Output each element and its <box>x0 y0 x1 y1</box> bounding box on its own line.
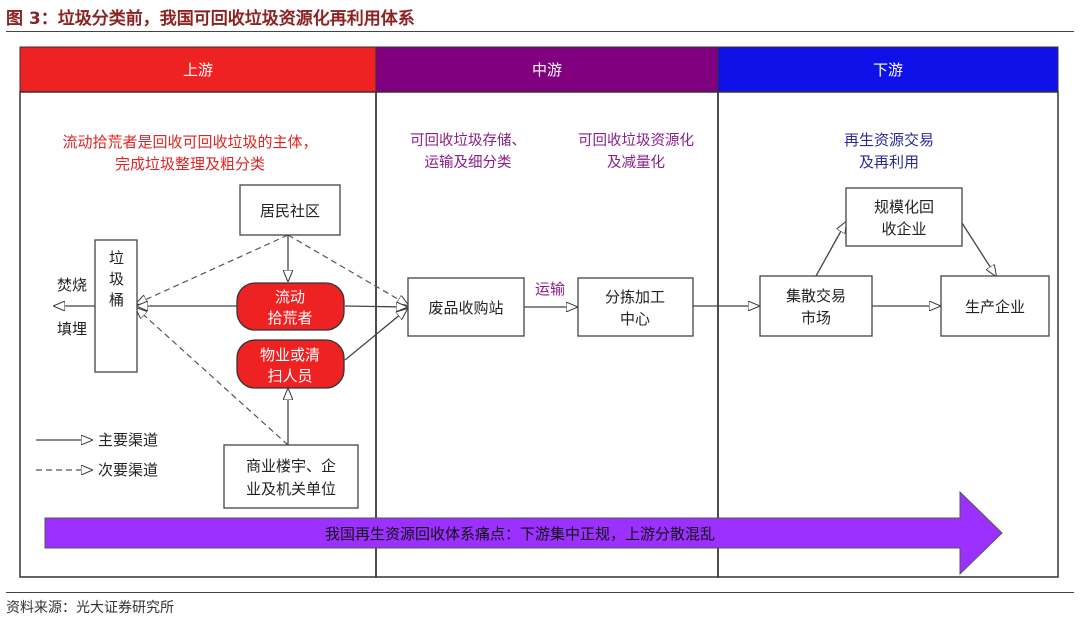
residential-box <box>239 184 341 236</box>
cleaner-label-line2: 扫人员 <box>267 367 312 385</box>
transport-label: 运输 <box>535 280 565 298</box>
landfill-label: 填埋 <box>57 320 87 338</box>
market-box <box>759 275 873 337</box>
figure-title: 图 3：垃圾分类前，我国可回收垃圾资源化再利用体系 <box>6 9 415 29</box>
title-rule <box>6 31 1074 32</box>
sorting-center-label-line1: 分拣加工 <box>605 288 665 306</box>
recycler-to-production-arrow <box>961 222 996 276</box>
midstream-caption-left-line2: 运输及细分类 <box>425 154 512 171</box>
large-recycler-label-line1: 规模化回 <box>874 198 934 216</box>
production-label: 生产企业 <box>965 298 1025 316</box>
upstream-header <box>19 46 377 93</box>
commercial-box <box>223 444 359 509</box>
pain-point-arrow-band <box>44 490 1003 576</box>
waste-station-box <box>407 277 525 337</box>
upstream-caption-line2: 完成垃圾整理及粗分类 <box>115 155 265 173</box>
commercial-label-line1: 商业楼宇、企 <box>246 457 336 475</box>
residential-to-station-dashed-arrow <box>287 234 408 305</box>
commercial-label-line2: 业及机关单位 <box>246 480 336 498</box>
downstream-caption-line2: 及再利用 <box>859 153 919 171</box>
source-note: 资料来源：光大证券研究所 <box>6 600 174 616</box>
cleaner-to-station-arrow <box>344 309 407 361</box>
commercial-to-bin-dashed-arrow <box>136 308 289 446</box>
scavenger-label-line2: 拾荒者 <box>267 309 312 327</box>
market-label-line1: 集散交易 <box>786 287 846 305</box>
bin-box <box>94 239 138 373</box>
legend-main-label: 主要渠道 <box>98 431 158 449</box>
cleaner-label-line1: 物业或清 <box>260 346 320 364</box>
scavenger-box <box>236 282 345 331</box>
source-rule <box>6 592 1074 593</box>
sorting-center-label-line2: 中心 <box>620 310 650 328</box>
production-box <box>940 275 1050 337</box>
downstream-label: 下游 <box>873 61 903 79</box>
scavenger-label-line1: 流动 <box>275 288 305 306</box>
upstream-caption-line1: 流动拾荒者是回收可回收垃圾的主体， <box>62 133 317 151</box>
midstream-caption-left-line1: 可回收垃圾存储、 <box>410 132 526 149</box>
upstream-label: 上游 <box>183 61 213 79</box>
legend-secondary-label: 次要渠道 <box>98 461 158 479</box>
waste-station-label: 废品收购站 <box>428 299 503 317</box>
residential-to-bin-dashed-arrow <box>136 234 289 304</box>
downstream-caption-line1: 再生资源交易 <box>844 131 934 149</box>
downstream-column <box>717 91 1059 578</box>
scavenger-to-station-arrow <box>344 306 407 307</box>
midstream-caption-right-line1: 可回收垃圾资源化 <box>578 132 694 149</box>
midstream-header <box>375 46 719 93</box>
large-recycler-box <box>845 187 963 247</box>
bin-label: 垃圾桶 <box>107 250 125 313</box>
residential-label: 居民社区 <box>260 202 320 220</box>
downstream-header <box>717 46 1059 93</box>
midstream-label: 中游 <box>532 61 562 79</box>
market-to-recycler-arrow <box>815 222 846 277</box>
midstream-caption-right-line2: 及减量化 <box>607 154 665 171</box>
pain-point-text: 我国再生资源回收体系痛点：下游集中正规，上游分散混乱 <box>325 525 715 543</box>
sorting-center-box <box>577 277 694 337</box>
cleaner-box <box>236 339 345 389</box>
market-label-line2: 市场 <box>801 309 831 327</box>
burn-label: 焚烧 <box>57 276 87 294</box>
large-recycler-label-line2: 收企业 <box>881 220 926 238</box>
